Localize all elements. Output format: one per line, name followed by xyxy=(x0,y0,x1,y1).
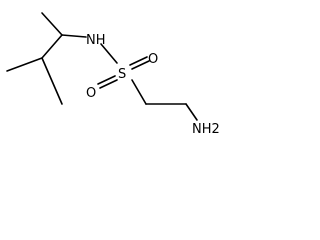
bond-nh-s xyxy=(100,43,118,64)
bond-ch-to-methyl-left xyxy=(6,57,43,72)
atom-o-upper: O xyxy=(148,52,158,67)
bond-s-o-upper-2 xyxy=(131,60,150,70)
atom-nh2: NH2 xyxy=(192,122,220,137)
molecule-structure: NH S O O NH2 xyxy=(6,12,220,137)
bond-s-o-upper-1 xyxy=(129,56,148,66)
bond-s-ch2 xyxy=(131,79,147,105)
atom-nh: NH xyxy=(86,33,106,48)
bond-s-o-lower-2 xyxy=(99,79,118,89)
bond-methyl-top xyxy=(41,12,63,36)
bond-s-o-lower-1 xyxy=(97,75,116,85)
bond-ch-to-ch xyxy=(41,34,63,59)
bond-c-nh xyxy=(61,34,87,38)
bond-ch2-nh2 xyxy=(185,103,198,121)
atom-s: S xyxy=(118,67,126,82)
bond-ch-to-methyl-bottom xyxy=(41,57,63,105)
atom-o-lower: O xyxy=(86,86,96,101)
